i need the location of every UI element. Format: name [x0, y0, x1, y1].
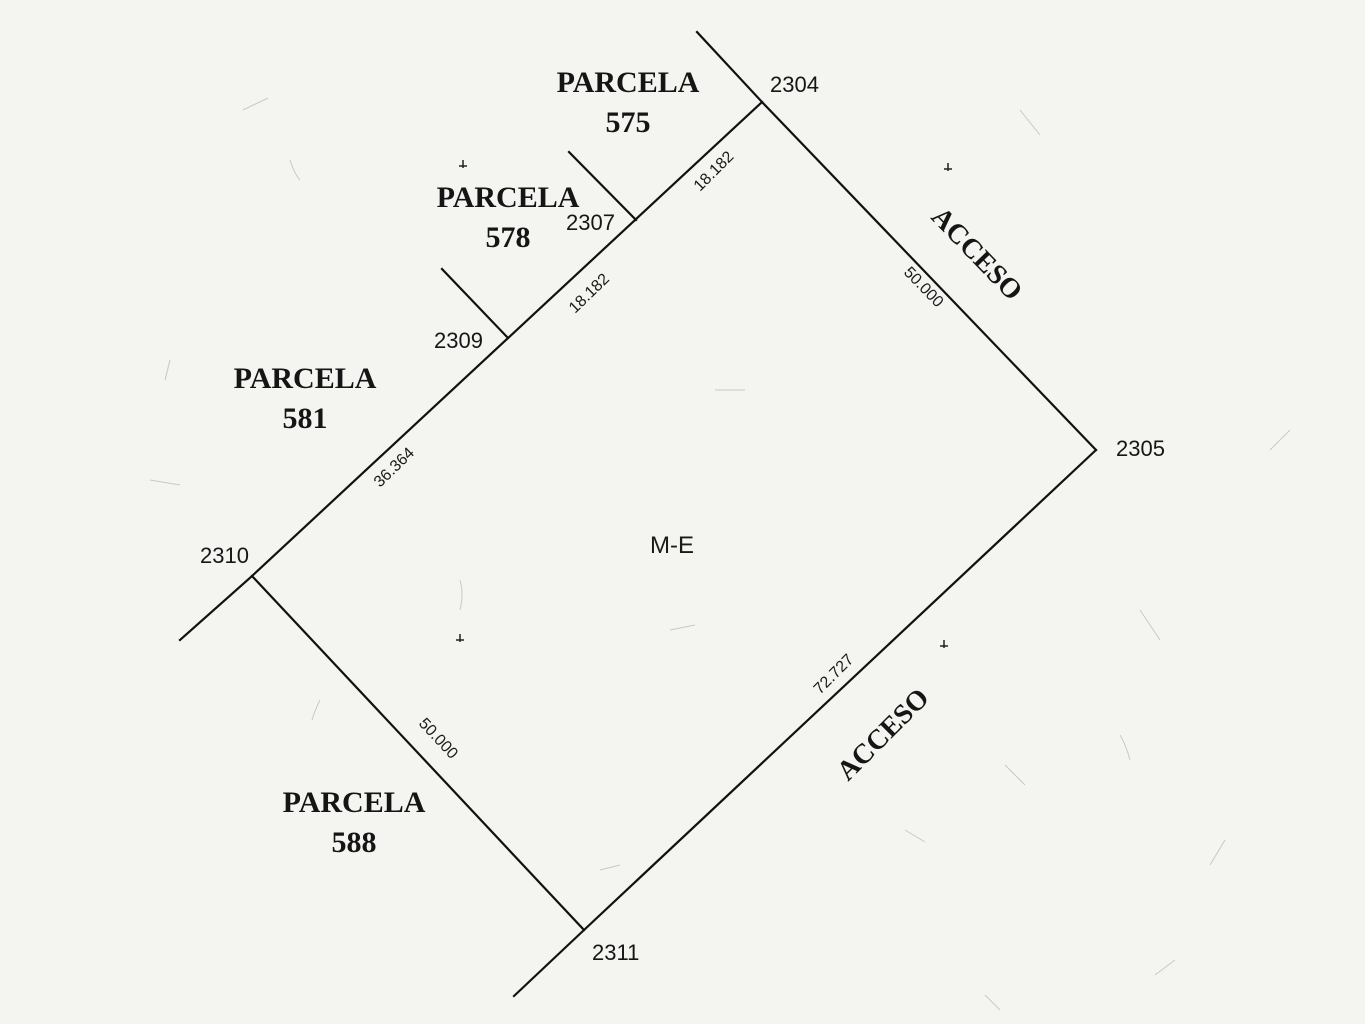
dimension-2305-2311: 72.727 [811, 651, 858, 698]
vertex-label-2305: 2305 [1116, 436, 1165, 461]
access-label-northeast: ACCESO [925, 201, 1028, 306]
extension-south [512, 928, 586, 998]
dimension-2310-2309: 36.364 [371, 445, 418, 491]
parcel-581-title: PARCELA [234, 362, 377, 395]
boundary-2310-2304 [250, 100, 764, 578]
extension-west [178, 574, 254, 642]
plot-center-label: M-E [650, 532, 694, 559]
dimension-2307-2304: 18.182 [691, 148, 738, 195]
vertex-labels: 2304 2305 2307 2309 2310 2311 [200, 72, 1165, 965]
vertex-label-2307: 2307 [566, 210, 615, 235]
division-578-581 [440, 267, 510, 340]
extension-north [695, 30, 764, 104]
boundary-2305-2311 [582, 448, 1098, 932]
vertex-label-2304: 2304 [770, 72, 819, 97]
division-575-578 [567, 150, 638, 222]
vertex-label-2310: 2310 [200, 543, 249, 568]
cross-marks [456, 160, 952, 648]
vertex-label-2311: 2311 [592, 940, 639, 965]
parcel-578-number: 578 [486, 221, 531, 254]
parcel-588-title: PARCELA [283, 786, 426, 819]
parcel-578-title: PARCELA [437, 181, 580, 214]
parcel-labels: PARCELA 575 PARCELA 578 PARCELA 581 PARC… [234, 66, 700, 859]
access-label-southeast: ACCESO [831, 683, 935, 787]
parcel-588-number: 588 [332, 826, 377, 859]
extension-lines [178, 30, 764, 998]
plot-boundary [250, 100, 1098, 932]
paper-texture [149, 97, 1291, 1011]
parcel-575-title: PARCELA [557, 66, 700, 99]
boundary-2311-2310 [250, 574, 586, 932]
parcel-581-number: 581 [283, 402, 328, 435]
vertex-label-2309: 2309 [434, 328, 483, 353]
dimension-2310-2311: 50.000 [415, 715, 461, 762]
boundary-2304-2305 [760, 100, 1098, 452]
parcel-575-number: 575 [606, 106, 651, 139]
